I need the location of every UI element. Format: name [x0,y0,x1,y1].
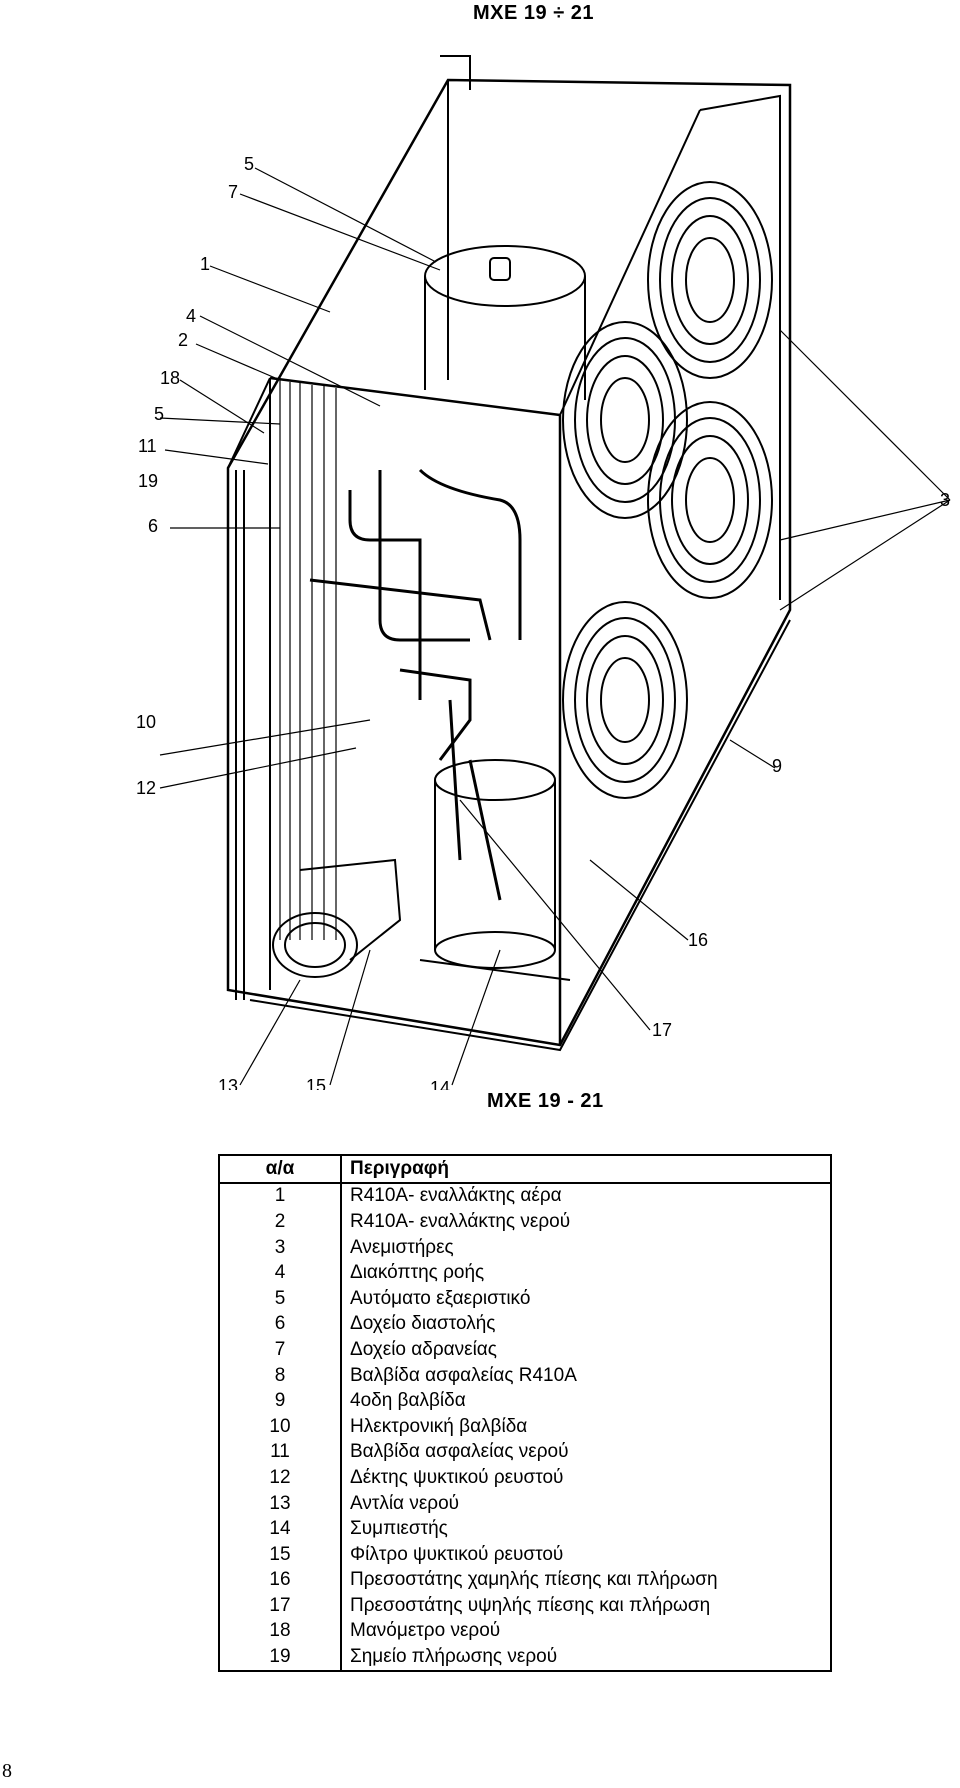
header-description: Περιγραφή [340,1154,832,1184]
callout-16: 16 [688,930,708,950]
callout-9: 9 [772,756,782,776]
callout-5b: 5 [154,404,164,424]
callout-13: 13 [218,1076,238,1090]
row-number: 10 [218,1413,342,1440]
row-number: 14 [218,1516,342,1542]
callout-2: 2 [178,330,188,350]
row-number: 2 [218,1209,342,1235]
row-description: Δοχείο διαστολής [340,1311,832,1338]
callout-7: 7 [228,182,238,202]
row-description: Ηλεκτρονική βαλβίδα [340,1413,832,1440]
callout-11: 11 [138,436,157,456]
row-description: Ανεμιστήρες [340,1234,832,1261]
row-number: 8 [218,1362,342,1389]
row-number: 16 [218,1567,342,1594]
row-number: 4 [218,1260,342,1286]
drawing-caption: MXE 19 - 21 [487,1090,604,1112]
callout-15: 15 [306,1076,326,1090]
row-description: Αυτόματο εξαεριστικό [340,1285,832,1312]
row-number: 18 [218,1618,342,1645]
row-description: Αντλία νερού [340,1490,832,1517]
row-description: Βαλβίδα ασφαλείας νερού [340,1439,832,1466]
row-number: 15 [218,1541,342,1568]
row-number: 13 [218,1490,342,1517]
callout-5: 5 [244,154,254,174]
row-number: 5 [218,1285,342,1312]
callout-17: 17 [652,1020,672,1040]
row-description: Σημείο πλήρωσης νερού [340,1644,832,1672]
row-number: 1 [218,1182,342,1210]
page-number: 8 [2,1760,12,1782]
row-description: Δέκτης ψυκτικού ρευστού [340,1465,832,1491]
row-description: Πρεσοστάτης χαμηλής πίεσης και πλήρωση [340,1567,832,1594]
row-number: 3 [218,1234,342,1261]
callout-3: 3 [940,490,950,510]
row-number: 7 [218,1337,342,1363]
row-number: 12 [218,1465,342,1491]
callout-12: 12 [136,778,156,798]
callout-10: 10 [136,712,156,732]
row-description: Βαλβίδα ασφαλείας R410A [340,1362,832,1389]
row-description: Δοχείο αδρανείας [340,1337,832,1363]
callout-19: 19 [138,471,158,491]
callout-14: 14 [430,1078,450,1090]
row-description: R410A- εναλλάκτης αέρα [340,1182,832,1210]
header-number: α/α [218,1154,342,1184]
row-description: Συμπιεστής [340,1516,832,1542]
callout-1: 1 [200,254,210,274]
row-number: 6 [218,1311,342,1338]
row-description: 4οδη βαλβίδα [340,1388,832,1414]
row-number: 11 [218,1439,342,1466]
callout-6: 6 [148,516,158,536]
row-description: Μανόμετρο νερού [340,1618,832,1645]
drawing-title: MXE 19 ÷ 21 [473,2,594,24]
callout-18: 18 [160,368,180,388]
row-description: Πρεσοστάτης υψηλής πίεσης και πλήρωση [340,1593,832,1619]
row-description: Διακόπτης ροής [340,1260,832,1286]
row-number: 17 [218,1593,342,1619]
unit-technical-drawing: 5 7 1 4 2 18 5 11 19 6 10 12 3 9 16 17 1… [136,55,951,1090]
callout-4: 4 [186,306,196,326]
row-description: Φίλτρο ψυκτικού ρευστού [340,1541,832,1568]
row-number: 19 [218,1644,342,1672]
row-description: R410A- εναλλάκτης νερού [340,1209,832,1235]
row-number: 9 [218,1388,342,1414]
table-header-row: α/α Περιγραφή [218,1154,832,1184]
